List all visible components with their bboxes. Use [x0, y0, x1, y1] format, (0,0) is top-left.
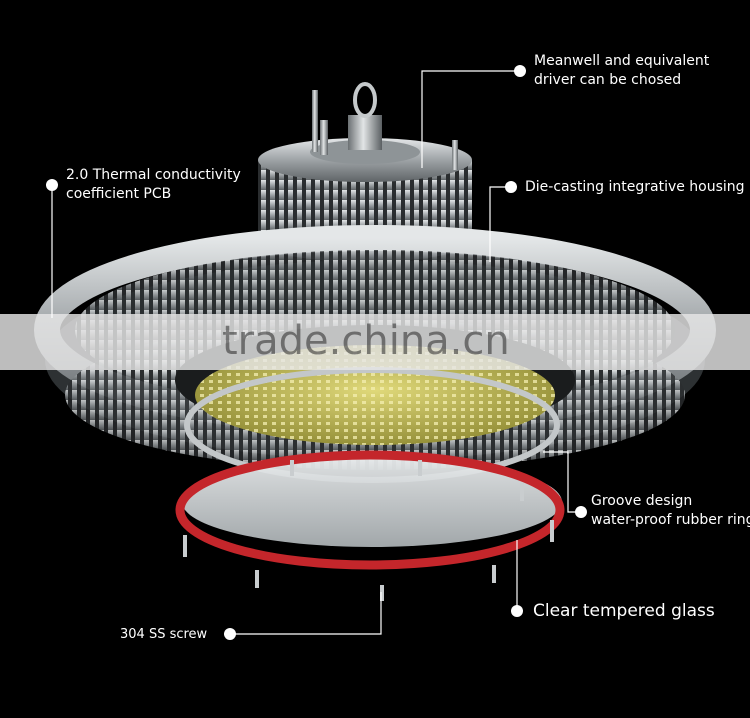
- pcb-label-line-2: coefficient PCB: [66, 186, 172, 202]
- groove-label-line-1: Groove design: [591, 493, 693, 509]
- pcb-label: 2.0 Thermal conductivity coefficient PCB: [66, 166, 241, 204]
- leader-lines: [51, 70, 580, 635]
- groove-label: Groove design water-proof rubber ring: [591, 492, 750, 530]
- screw-label: 304 SS screw: [120, 627, 208, 642]
- tempered-glass-disk: [182, 457, 562, 547]
- rubber-ring: [175, 450, 565, 570]
- pcb-label-line-1: 2.0 Thermal conductivity: [66, 167, 241, 183]
- driver-label: Meanwell and equivalent driver can be ch…: [534, 52, 709, 90]
- groove-dot: [575, 506, 587, 518]
- housing-label: Die-casting integrative housing: [525, 179, 745, 195]
- glass-label: Clear tempered glass: [533, 601, 715, 621]
- groove-label-line-2: water-proof rubber ring: [591, 512, 750, 528]
- watermark-band: [0, 314, 750, 370]
- screws: [183, 460, 554, 601]
- screw-dot: [224, 628, 236, 640]
- watermark-text: trade.china.cn: [222, 318, 510, 364]
- pcb-dot: [46, 179, 58, 191]
- driver-label-line-1: Meanwell and equivalent: [534, 53, 710, 69]
- housing-dot: [505, 181, 517, 193]
- glass-dot: [511, 605, 523, 617]
- driver-label-line-2: driver can be chosed: [534, 72, 682, 88]
- driver-dot: [514, 65, 526, 77]
- leader-dots: [46, 65, 587, 640]
